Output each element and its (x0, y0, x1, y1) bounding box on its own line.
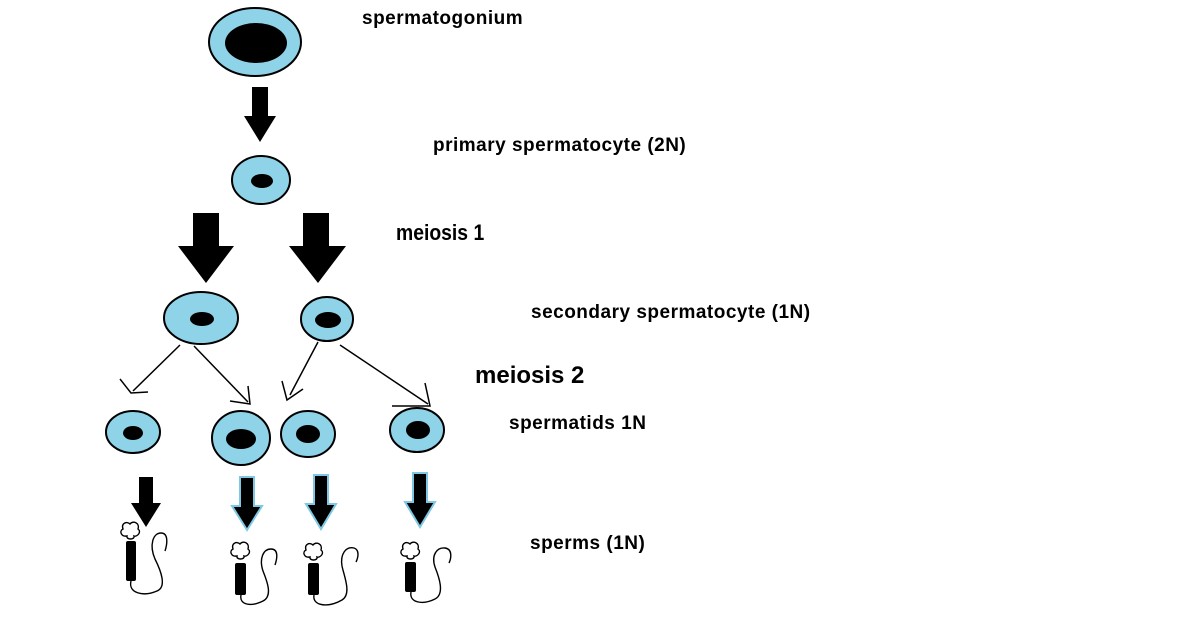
nucleus (225, 23, 287, 63)
nucleus (315, 312, 341, 328)
sperm-acrosome (303, 542, 324, 561)
meiosis-2-arrow (193, 345, 251, 405)
nucleus (251, 174, 273, 188)
sperm-acrosome (120, 521, 141, 540)
label-secondary-spermatocyte: secondary spermatocyte (1N) (531, 302, 811, 323)
sperm-acrosome (400, 541, 421, 560)
label-spermatogonium: spermatogonium (362, 8, 523, 29)
arrow-to-primary (244, 87, 276, 142)
label-meiosis-2: meiosis 2 (475, 362, 584, 389)
secondary-spermatocyte-cell (300, 296, 354, 342)
sperm-midpiece (308, 563, 319, 595)
nucleus (226, 429, 256, 449)
arrow-to-sperm (230, 476, 264, 532)
meiosis-2-arrow (119, 344, 181, 394)
label-primary-spermatocyte: primary spermatocyte (2N) (433, 135, 686, 156)
meiosis-2-arrow (339, 344, 431, 407)
sperm-tail (410, 547, 452, 604)
sperm-tail (129, 532, 168, 595)
sperm (120, 521, 168, 595)
nucleus (190, 312, 214, 326)
sperm-midpiece (405, 562, 416, 592)
sperm-acrosome (230, 541, 251, 560)
meiosis-2-arrows (119, 341, 431, 407)
meiosis-2-arrow (281, 341, 319, 402)
sperm (230, 541, 278, 606)
nucleus (123, 426, 143, 440)
primary-spermatocyte-cell (231, 155, 291, 205)
meiosis-1-arrow-left (178, 213, 234, 283)
spermatid-cell (105, 410, 161, 454)
nucleus (296, 425, 320, 443)
spermatid-cell (280, 410, 336, 458)
label-meiosis-1: meiosis 1 (396, 221, 484, 245)
label-sperms: sperms (1N) (530, 533, 645, 554)
sperm-tail (313, 547, 359, 606)
arrow-to-sperm (304, 474, 338, 531)
arrow-to-sperm (403, 472, 437, 529)
meiosis-1-arrow-right (289, 213, 346, 283)
nucleus (406, 421, 430, 439)
spermatid-cell (211, 410, 271, 466)
sperm-tail (240, 548, 278, 606)
sperm (400, 541, 452, 604)
secondary-spermatocyte-cell (163, 291, 239, 345)
label-spermatids: spermatids 1N (509, 413, 646, 434)
spermatogonium-cell (208, 7, 302, 77)
arrow-to-sperm (131, 477, 161, 527)
sperm-midpiece (126, 541, 136, 581)
sperm (303, 542, 359, 606)
sperm-midpiece (235, 563, 246, 595)
spermatid-cell (389, 407, 445, 453)
